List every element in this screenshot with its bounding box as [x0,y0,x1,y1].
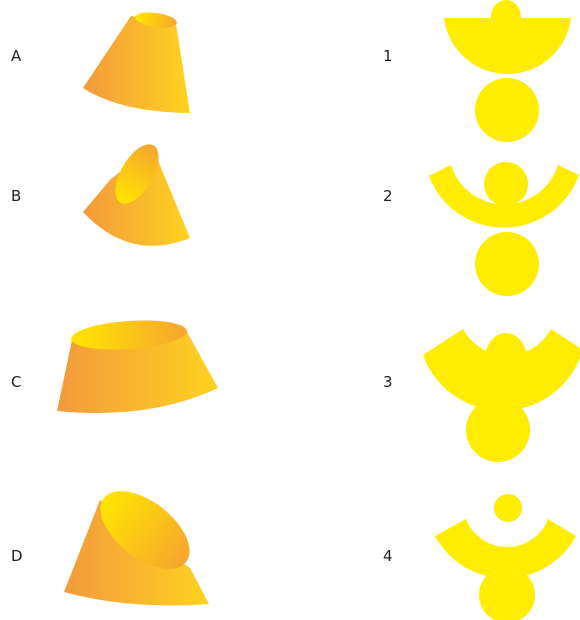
frustum-d [64,491,209,606]
development-3 [423,329,580,462]
label-1: 1 [383,47,393,65]
label-a: A [11,47,22,65]
label-b: B [11,187,22,205]
label-d: D [11,547,23,565]
frustum-b [83,144,190,246]
label-4: 4 [383,547,393,565]
frustum-c [57,320,218,413]
development-2 [429,162,579,296]
label-2: 2 [383,187,393,205]
development-4 [435,494,576,620]
development-1 [444,0,571,142]
frustum-a [83,12,190,113]
label-3: 3 [383,373,393,391]
label-c: C [11,373,22,391]
